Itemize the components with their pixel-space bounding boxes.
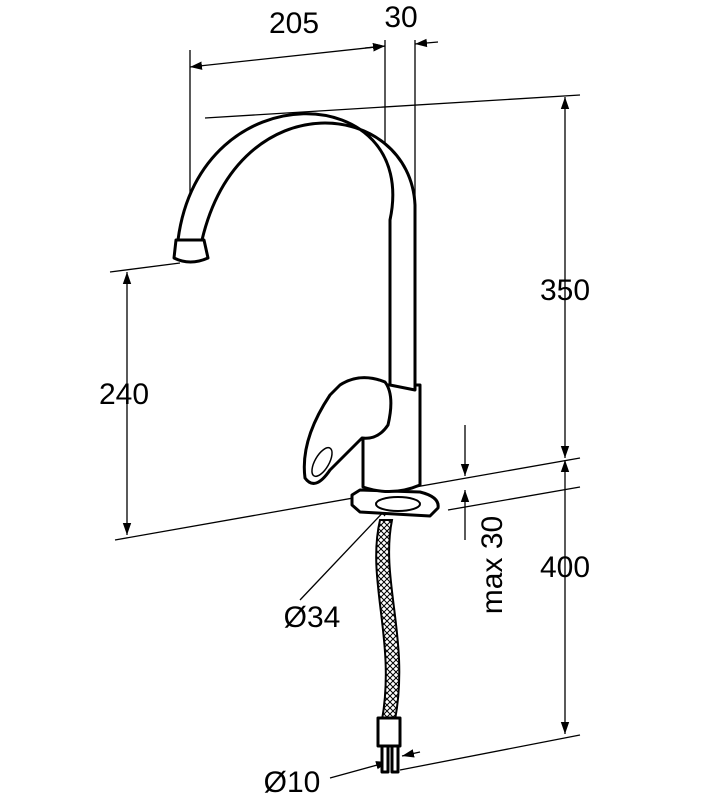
dim-label-240: 240 [99, 378, 149, 411]
dim-label-max-30: max 30 [476, 516, 509, 614]
faucet [172, 112, 440, 774]
dim-label-400: 400 [540, 551, 590, 584]
dimension-lines [122, 38, 570, 779]
hose-connector [376, 716, 402, 748]
dim-label-205: 205 [269, 7, 319, 40]
dim-label-diameter-34: Ø34 [284, 601, 341, 634]
dim-label-350: 350 [540, 274, 590, 307]
spout [176, 112, 417, 392]
spout-nozzle [172, 238, 210, 264]
dim-label-diameter-10: Ø10 [264, 766, 321, 799]
reference-lines [109, 40, 581, 771]
hose [375, 519, 401, 721]
dim-label-30: 30 [384, 1, 417, 34]
